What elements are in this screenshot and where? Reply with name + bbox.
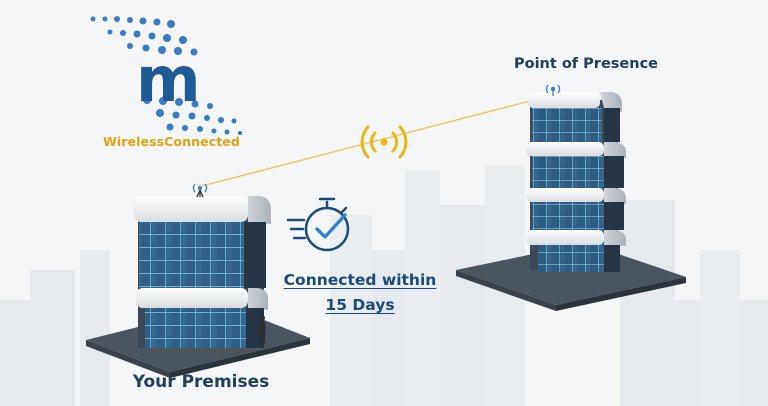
logo-letter-m: m: [136, 43, 201, 116]
brand-name: WirelessConnected: [103, 134, 240, 149]
your-premises-building: [86, 196, 310, 378]
point-of-presence-label: Point of Presence: [513, 56, 658, 72]
fifteen-days-text: 15 Days: [325, 296, 395, 314]
logo-dots: [90, 16, 242, 135]
point-of-presence-building: [456, 92, 686, 311]
person-icon: [258, 315, 266, 343]
background-skyline: [0, 165, 768, 406]
antenna-icon: [545, 84, 561, 96]
your-premises-label: Your Premises: [132, 372, 270, 392]
wireless-signal-icon: [360, 125, 408, 159]
stopwatch-check-icon: [286, 197, 350, 252]
antenna-icon: [192, 183, 208, 198]
connected-within-text: Connected within: [283, 271, 437, 289]
wireless-link-line: [201, 94, 554, 187]
